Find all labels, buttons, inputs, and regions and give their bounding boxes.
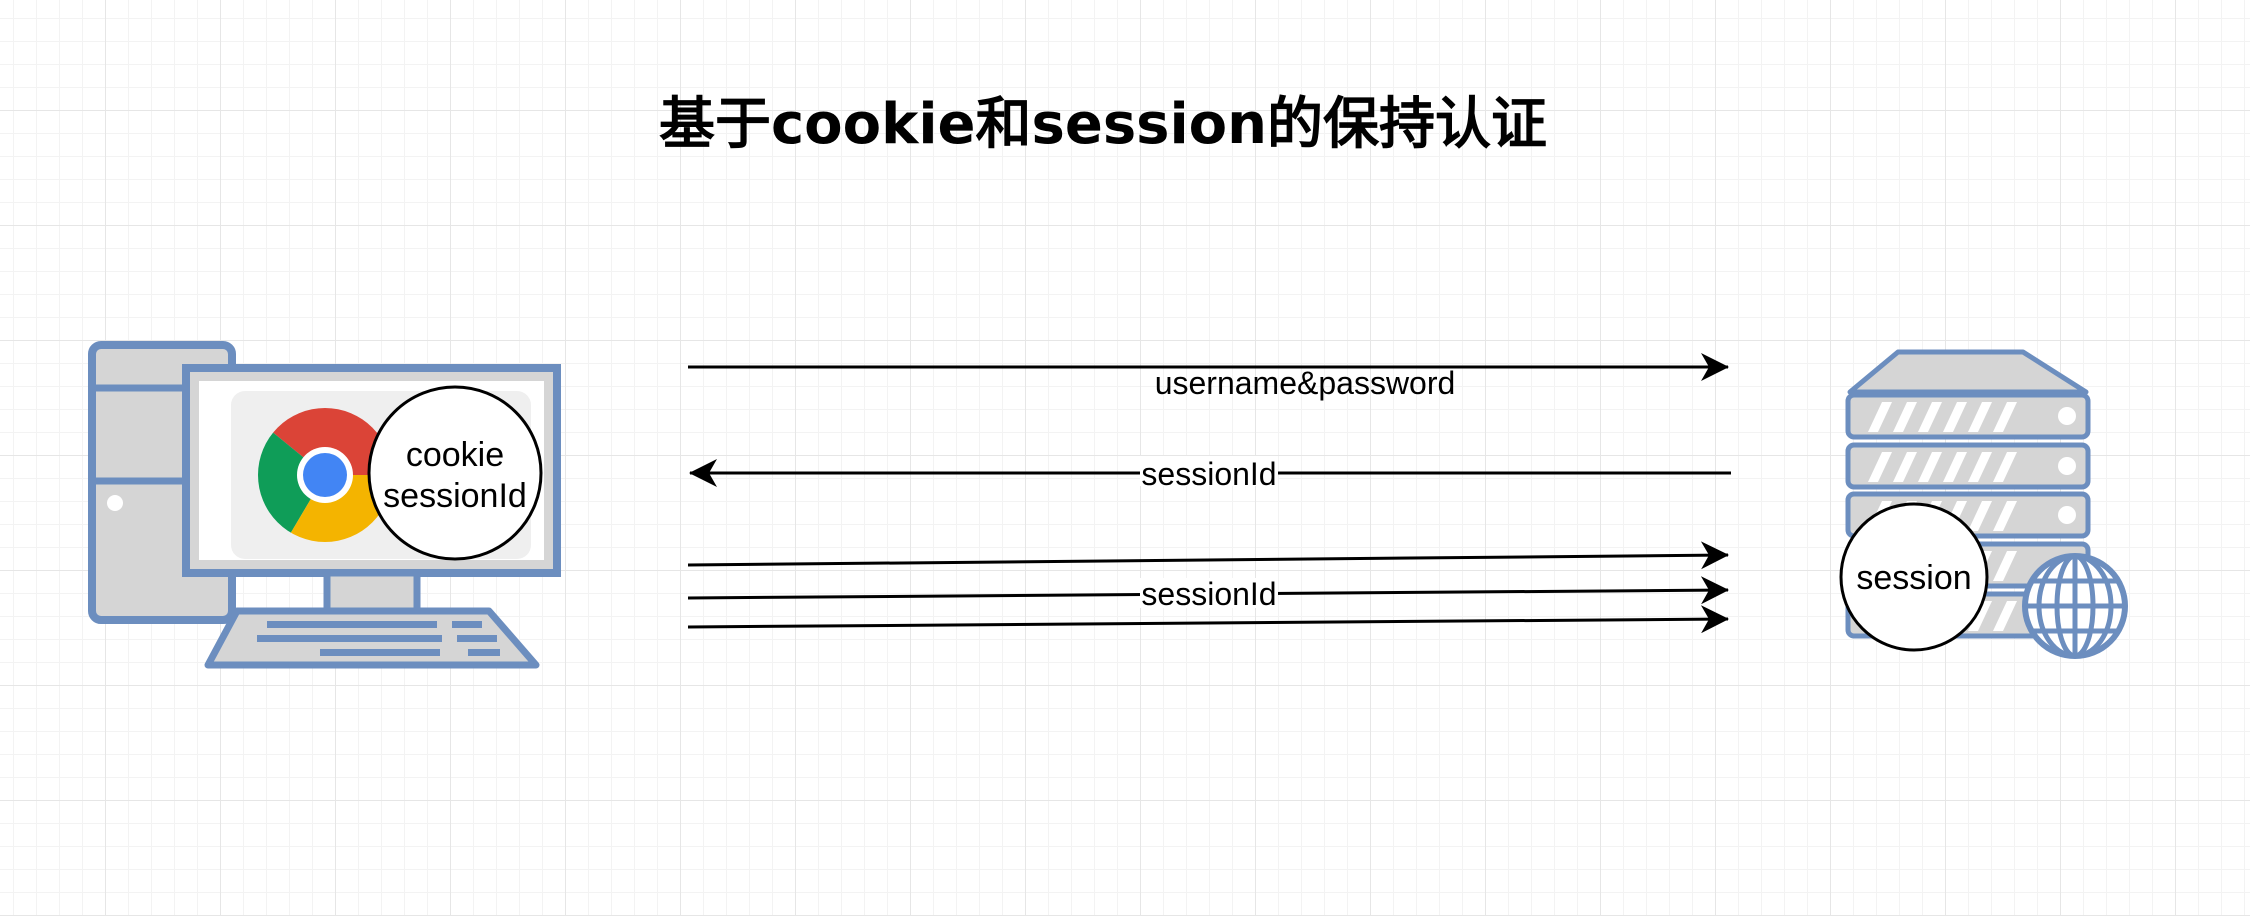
sessionid-label: sessionId [383, 477, 527, 515]
session-label: session [1856, 559, 1971, 597]
chrome-center [303, 453, 347, 497]
label-bg-session-requests [1140, 578, 1278, 608]
arrow-request-1 [687, 541, 1729, 570]
cookie-session-circle: cookie sessionId [367, 385, 543, 561]
label-sessionid-requests: sessionId [1141, 576, 1276, 612]
label-sessionid-response: sessionId [1141, 456, 1276, 492]
diagram-title: 基于cookie和session的保持认证 [659, 92, 1547, 157]
session-circle: session [1839, 502, 1989, 652]
cookie-label: cookie [406, 436, 504, 474]
label-bg-session-response [1140, 456, 1278, 486]
label-username-password: username&password [1155, 365, 1456, 401]
arrow-request-3 [687, 605, 1729, 634]
globe-icon [2022, 553, 2128, 659]
